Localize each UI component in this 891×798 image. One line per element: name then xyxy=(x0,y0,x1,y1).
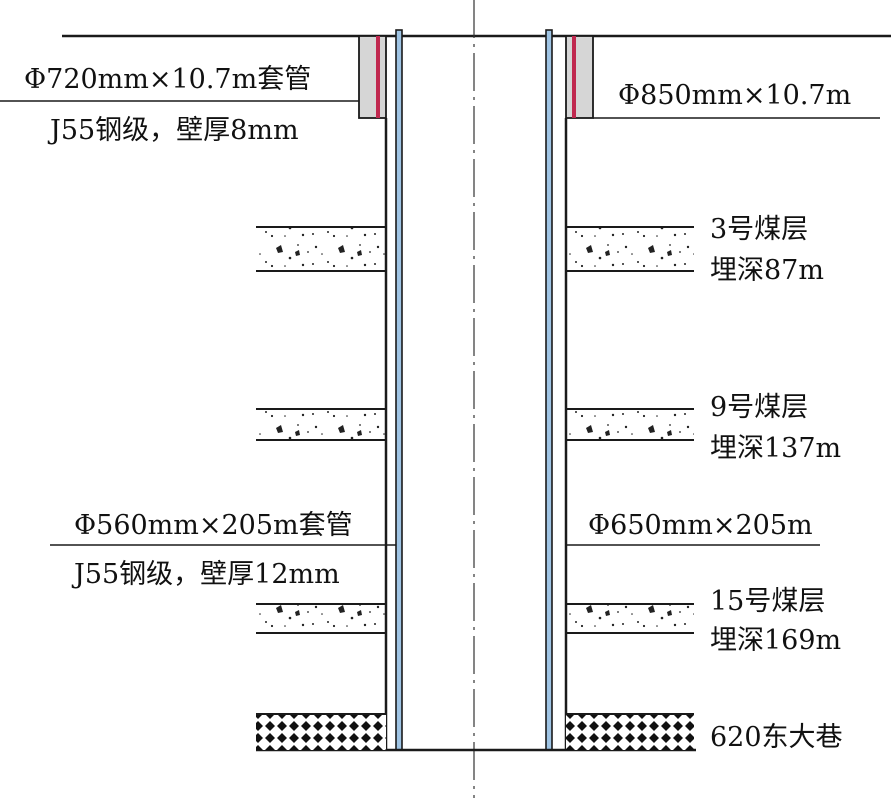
right-surface-annulus xyxy=(565,35,594,119)
seam-3-name: 3号煤层 xyxy=(710,214,808,245)
seam-9-name: 9号煤层 xyxy=(710,392,808,423)
seam-9-depth: 埋深137m xyxy=(710,433,841,464)
left-intermediate-casing xyxy=(395,29,403,751)
seam-15-name: 15号煤层 xyxy=(710,586,825,617)
right-surface-casing-red xyxy=(572,36,576,118)
left-surface-casing-spec-label: J55钢级，壁厚8mm xyxy=(47,115,299,146)
coal-seam-15 xyxy=(256,603,694,634)
left-intermediate-casing-spec-label: J55钢级，壁厚12mm xyxy=(71,559,340,590)
coal-seam-3 xyxy=(256,226,694,272)
left-surface-casing-red xyxy=(376,36,380,118)
seam-15-depth: 埋深169m xyxy=(710,625,841,656)
left-surface-casing-size-label: Φ720mm×10.7m套管 xyxy=(24,64,311,95)
seam-3-depth: 埋深87m xyxy=(710,255,824,286)
left-surface-annulus xyxy=(358,35,387,119)
roadway-label: 620东大巷 xyxy=(710,722,843,753)
roadway-layer xyxy=(256,713,694,750)
right-intermediate-hole-label: Φ650mm×205m xyxy=(588,510,813,541)
coal-seam-9 xyxy=(256,408,694,441)
left-intermediate-casing-size-label: Φ560mm×205m套管 xyxy=(74,510,353,541)
right-intermediate-casing xyxy=(545,29,553,751)
right-surface-hole-label: Φ850mm×10.7m xyxy=(618,80,851,111)
